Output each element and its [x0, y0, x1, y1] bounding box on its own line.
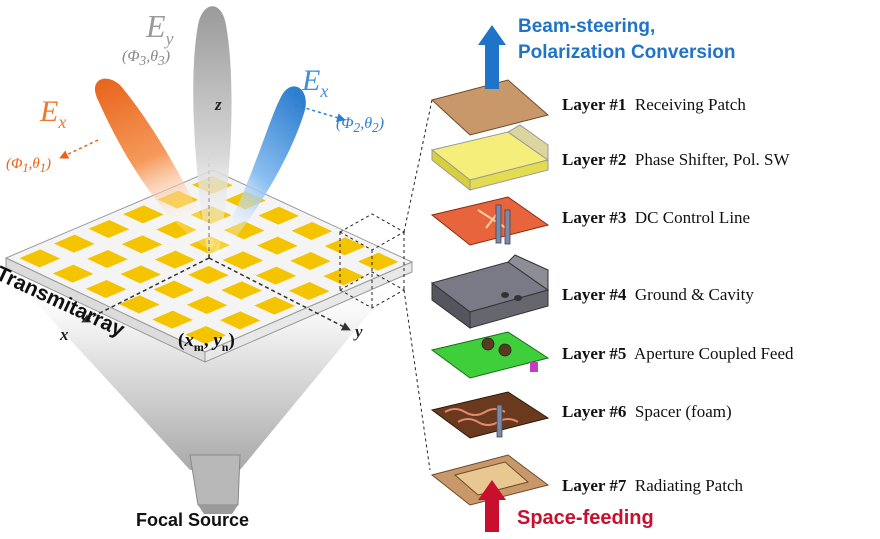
layer6-graphic	[430, 124, 550, 192]
unit-cell-patch	[255, 266, 297, 285]
unit-cell-patch	[119, 295, 160, 314]
unit-cell-patch	[222, 251, 264, 270]
unit-cell-patch	[85, 280, 127, 298]
feed-cone	[6, 270, 405, 514]
layer1-graphic	[430, 454, 550, 506]
ex-left-angles: (Φ1,θ1)	[6, 156, 52, 175]
layer-stack	[430, 79, 550, 506]
top-caption: Beam-steering, Polarization Conversion	[518, 14, 735, 66]
unit-cell-patch	[123, 205, 164, 224]
unit-cell-patch	[221, 281, 262, 300]
layer7-label: Layer #1 Receiving Patch	[562, 95, 746, 114]
layer6-label: Layer #2 Phase Shifter, Pol. SW	[562, 150, 790, 169]
unit-cell-patch	[258, 206, 299, 225]
beam-ey	[193, 6, 232, 255]
layer4-graphic	[430, 254, 550, 329]
focal-source-label: Focal Source	[136, 510, 250, 530]
unit-cell-patch	[152, 310, 193, 329]
unit-cell-patch	[288, 282, 330, 300]
y-axis	[208, 257, 351, 331]
top-caption-line2: Polarization Conversion	[518, 42, 736, 63]
layer2-label: Layer #6 Spacer (foam)	[562, 402, 732, 421]
unit-cell-patch	[357, 252, 399, 271]
layer5-graphic	[430, 196, 550, 246]
unit-cell-patch	[323, 267, 364, 286]
layer7-graphic	[430, 79, 550, 136]
unit-cell-patch	[87, 250, 128, 268]
unit-cell-patch	[324, 237, 366, 256]
y-axis-label: y	[355, 322, 363, 341]
bottom-caption: Space-feeding	[517, 507, 654, 529]
z-axis-label: z	[215, 95, 222, 114]
unit-cell-patch	[54, 234, 95, 253]
layer3-label: Layer #5 Aperture Coupled Feed	[562, 344, 794, 363]
unit-cell-patch	[120, 265, 161, 284]
unit-cell-patch	[185, 326, 226, 344]
unit-cell-patch	[186, 296, 228, 314]
beam-ex-left	[95, 78, 215, 251]
unit-cell-patch	[156, 220, 197, 239]
unit-cell-patch	[257, 236, 298, 255]
phi2-arrow	[294, 104, 346, 122]
x-axis-label: x	[60, 325, 69, 344]
unit-cell-patch	[19, 249, 61, 268]
layer2-graphic	[430, 391, 550, 439]
ex-right-angles: (Φ2,θ2)	[336, 115, 385, 136]
layer3-graphic	[430, 331, 550, 379]
beam-steering-arrow	[478, 25, 506, 89]
layer4-label: Layer #4 Ground & Cavity	[562, 285, 754, 304]
unit-cell-patch	[291, 222, 333, 240]
ey-angles: (Φ3,θ3)	[122, 48, 171, 69]
unit-cell-zoom	[338, 99, 433, 471]
beam-ex-right	[215, 86, 306, 256]
unit-cell-patch	[153, 280, 195, 299]
top-caption-line1: Beam-steering,	[518, 16, 656, 37]
phi1-arrow	[59, 139, 99, 159]
ex-right-label: Ex	[302, 64, 329, 101]
x-axis	[81, 257, 210, 323]
unit-cell-patch	[88, 220, 130, 238]
radiated-beams	[59, 6, 346, 256]
unit-cell-patch	[121, 235, 163, 254]
unit-cell-patch	[188, 266, 229, 284]
ex-left-label: Ex	[40, 95, 67, 132]
ey-label: Ey	[146, 8, 174, 49]
unit-cell-patch	[290, 252, 331, 270]
unit-cell-patch	[254, 296, 295, 315]
layer1-label: Layer #7 Radiating Patch	[562, 476, 743, 495]
unit-cell-patch	[219, 311, 261, 330]
cell-coordinate: (xm, yn)	[178, 330, 235, 354]
unit-cell-patch	[52, 264, 94, 283]
space-feeding-arrow	[478, 480, 506, 532]
layer5-label: Layer #3 DC Control Line	[562, 208, 751, 227]
unit-cell-patch	[154, 250, 196, 269]
